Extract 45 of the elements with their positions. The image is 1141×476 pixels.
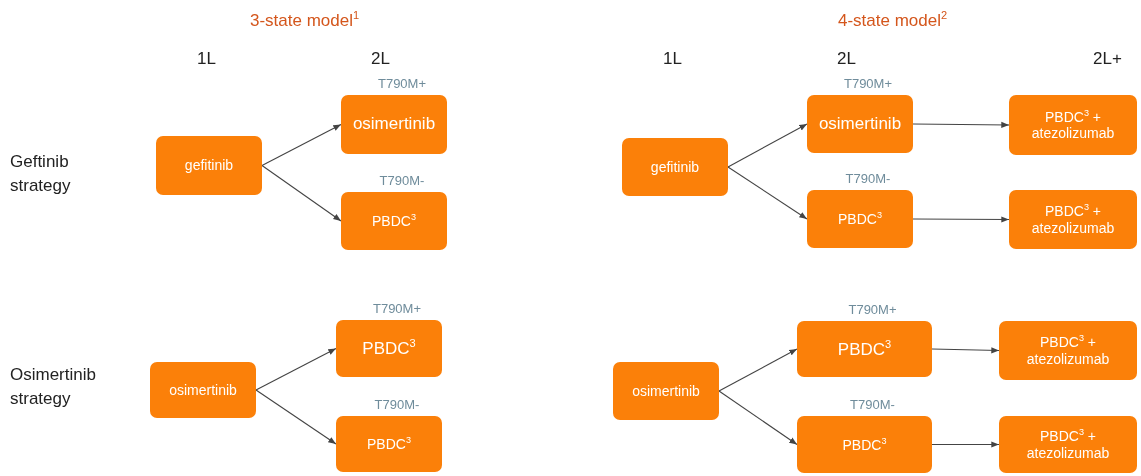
arrow	[261, 164, 342, 222]
arrow	[912, 216, 1010, 223]
line-of-therapy-label: 1L	[197, 48, 216, 70]
mutation-label: T790M-	[374, 397, 420, 412]
arrow	[912, 121, 1010, 128]
mutation-label: T790M+	[843, 76, 893, 91]
mutation-label: T790M+	[848, 302, 897, 317]
arrow	[931, 347, 1000, 354]
strategy-label: Osimertinib strategy	[10, 364, 97, 410]
treatment-box: PBDC$^{3}$ + atezolizumab	[999, 416, 1137, 473]
treatment-box: PBDC$^{3}$ + atezolizumab	[1009, 95, 1137, 155]
mutation-label: T790M-	[845, 171, 891, 186]
arrow	[255, 389, 337, 445]
treatment-box: gefitinib	[622, 138, 728, 196]
treatment-box: gefitinib	[156, 136, 262, 195]
treatment-box: osimertinib	[150, 362, 256, 418]
treatment-box: osimertinib	[341, 95, 447, 154]
treatment-box: PBDC$^{3}$	[341, 192, 447, 250]
arrow	[931, 441, 1000, 448]
strategy-label: Geftinib strategy	[10, 151, 72, 197]
treatment-box: PBDC$^{3}$	[797, 416, 932, 473]
treatment-box: osimertinib	[807, 95, 913, 153]
mutation-label: T790M+	[372, 301, 422, 316]
line-of-therapy-label: 2L	[837, 48, 856, 70]
treatment-box: PBDC$^{3}$	[336, 320, 442, 377]
treatment-box: PBDC$^{3}$	[797, 321, 932, 377]
model-title: 3-state model$^{1}$	[250, 8, 360, 32]
line-of-therapy-label: 2L	[371, 48, 390, 70]
treatment-box: PBDC$^{3}$ + atezolizumab	[999, 321, 1137, 380]
treatment-box: PBDC$^{3}$	[336, 416, 442, 472]
arrow	[718, 390, 798, 446]
treatment-box: PBDC$^{3}$	[807, 190, 913, 248]
arrow	[718, 348, 798, 392]
mutation-label: T790M-	[379, 173, 425, 188]
line-of-therapy-label: 2L+	[1093, 48, 1122, 70]
arrow	[727, 166, 808, 220]
treatment-box: PBDC$^{3}$ + atezolizumab	[1009, 190, 1137, 249]
line-of-therapy-label: 1L	[663, 48, 682, 70]
mutation-label: T790M+	[377, 76, 427, 91]
arrow	[261, 123, 342, 167]
treatment-box: osimertinib	[613, 362, 719, 420]
model-title: 4-state model$^{2}$	[838, 8, 948, 32]
mutation-label: T790M-	[850, 397, 895, 412]
arrow	[255, 347, 337, 391]
arrow	[727, 123, 808, 168]
